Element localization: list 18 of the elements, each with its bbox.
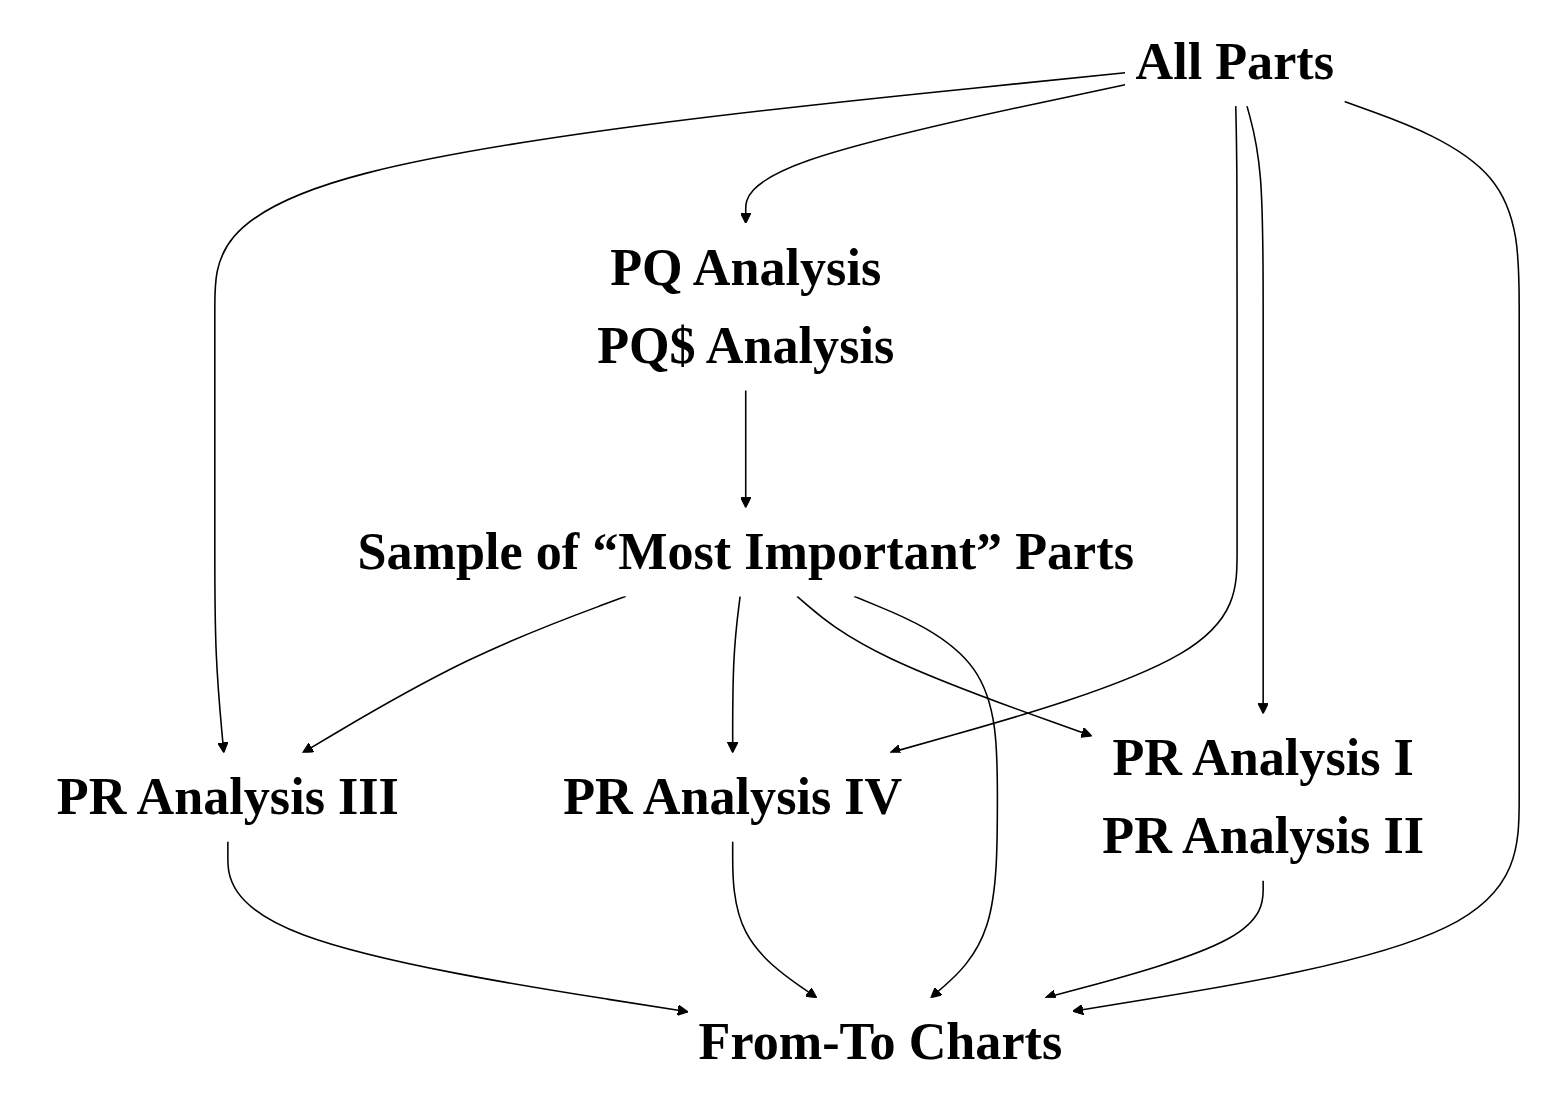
- node-text: PQ Analysis PQ$ Analysis: [597, 237, 895, 375]
- arrow: [1072, 100, 1521, 1016]
- arrow: [727, 595, 742, 754]
- node-text: Sample of “Most Important” Parts: [357, 522, 1135, 581]
- arrow: [740, 84, 1127, 224]
- arrow: [227, 840, 689, 1016]
- node-text: PR Analysis I PR Analysis II: [1102, 728, 1425, 865]
- arrow: [302, 595, 627, 754]
- node-text: All Parts: [1135, 31, 1335, 91]
- node-text: PR Analysis IV: [563, 767, 903, 826]
- arrow: [740, 389, 752, 509]
- arrow: [1246, 105, 1270, 715]
- arrow: [853, 595, 999, 999]
- node-text: PR Analysis III: [57, 767, 400, 826]
- arrow: [796, 595, 1093, 738]
- node-text: From-To Charts: [698, 1012, 1063, 1071]
- arrow: [214, 72, 1127, 754]
- arrow: [732, 840, 818, 999]
